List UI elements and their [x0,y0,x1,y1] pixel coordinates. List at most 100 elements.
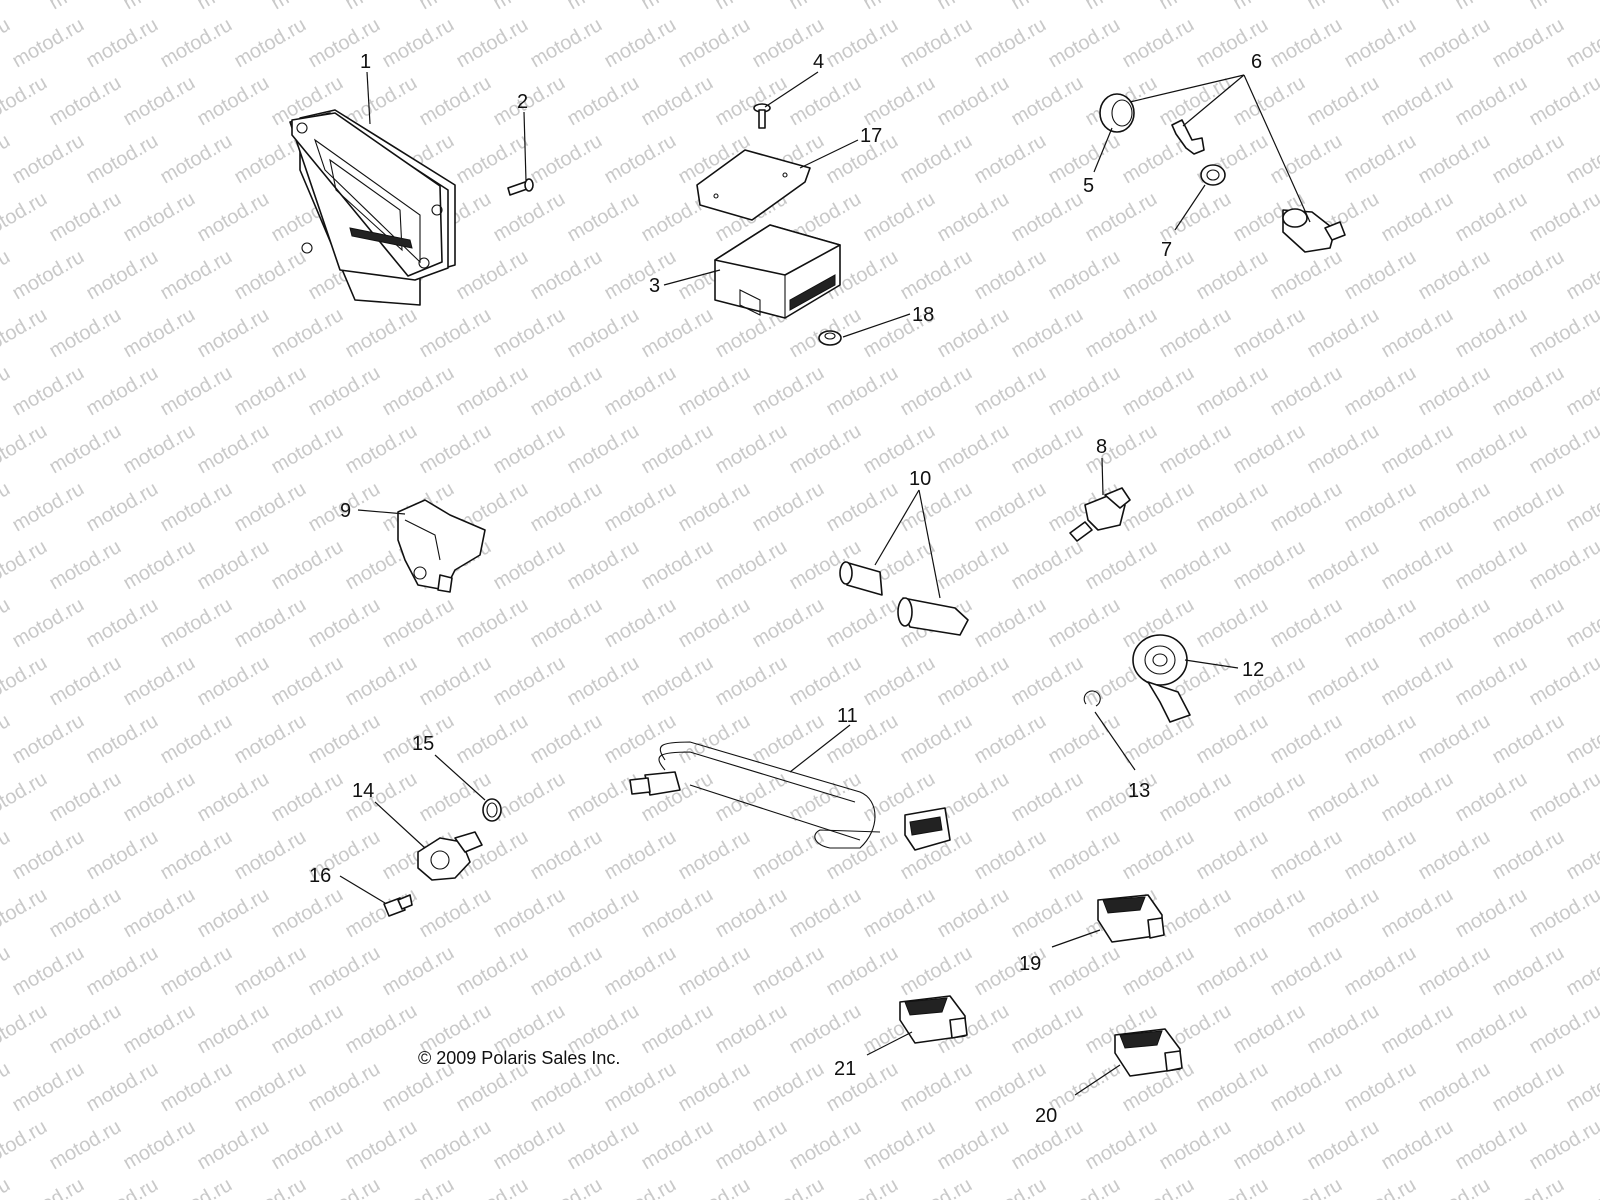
watermark-text: motod.ru [638,536,717,595]
watermark-text: motod.ru [46,1116,125,1175]
watermark-text: motod.ru [749,478,828,537]
callout-16: 16 [309,865,331,887]
watermark-text: motod.ru [638,1000,717,1059]
watermark-text: motod.ru [749,1058,828,1117]
watermark-text: motod.ru [0,652,51,711]
callout-14: 14 [352,780,374,802]
watermark-text: motod.ru [638,304,717,363]
part-1-ecu[interactable] [289,109,456,306]
watermark-text: motod.ru [823,478,902,537]
watermark-text: motod.ru [490,768,569,827]
watermark-text: motod.ru [1563,130,1600,189]
watermark-text: motod.ru [0,1058,14,1117]
watermark-text: motod.ru [194,304,273,363]
watermark-text: motod.ru [157,710,236,769]
watermark-text: motod.ru [268,0,347,14]
watermark-text: motod.ru [1119,14,1198,73]
watermark-text: motod.ru [1008,72,1087,131]
part-6-key[interactable] [1171,119,1205,155]
watermark-text: motod.ru [416,768,495,827]
part-5-cap[interactable] [1099,93,1135,133]
watermark-text: motod.ru [1526,536,1600,595]
watermark-text: motod.ru [0,362,14,421]
callout-21: 21 [834,1058,856,1080]
watermark-text: motod.ru [601,594,680,653]
part-14-sensor[interactable] [417,831,483,881]
watermark-text: motod.ru [1267,942,1346,1001]
watermark-text: motod.ru [1341,14,1420,73]
watermark-text: motod.ru [120,1000,199,1059]
watermark-text: motod.ru [416,1116,495,1175]
callout-9: 9 [340,500,351,522]
watermark-text: motod.ru [46,420,125,479]
watermark-text: motod.ru [749,942,828,1001]
part-9-sensor[interactable] [397,499,486,593]
watermark-text: motod.ru [1304,768,1383,827]
part-6-switch[interactable] [1282,208,1346,253]
watermark-text: motod.ru [1489,478,1568,537]
watermark-text: motod.ru [564,188,643,247]
part-12-knock-sensor[interactable] [1132,634,1191,723]
watermark-text: motod.ru [1267,1058,1346,1117]
watermark-text: motod.ru [0,1174,14,1200]
watermark-text: motod.ru [1304,884,1383,943]
watermark-text: motod.ru [1378,1116,1457,1175]
watermark-text: motod.ru [1341,594,1420,653]
watermark-text: motod.ru [1267,130,1346,189]
part-15-oring[interactable] [482,798,502,822]
watermark-text: motod.ru [342,0,421,14]
watermark-text: motod.ru [971,826,1050,885]
part-4-screw[interactable] [753,103,771,129]
watermark-text: motod.ru [1341,710,1420,769]
watermark-text: motod.ru [712,536,791,595]
watermark-text: motod.ru [675,1174,754,1200]
part-21-switch[interactable] [899,995,968,1044]
watermark-text: motod.ru [1230,420,1309,479]
watermark-text: motod.ru [83,130,162,189]
watermark-text: motod.ru [971,478,1050,537]
part-17-cover[interactable] [696,149,811,221]
watermark-text: motod.ru [1452,1116,1531,1175]
part-7-nut[interactable] [1200,164,1226,186]
leader-lines [339,71,1311,1096]
part-20-switch[interactable] [1114,1028,1183,1077]
watermark-text: motod.ru [0,478,14,537]
watermark-text: motod.ru [564,536,643,595]
watermark-text: motod.ru [0,130,14,189]
part-19-switch[interactable] [1097,894,1165,943]
part-10-fuses[interactable] [839,561,969,636]
watermark-text: motod.ru [1526,420,1600,479]
part-16-bolt[interactable] [383,894,413,917]
part-8-temp-sensor[interactable] [1069,487,1131,542]
watermark-text: motod.ru [1045,826,1124,885]
watermark-text: motod.ru [786,0,865,14]
watermark-text: motod.ru [416,72,495,131]
part-18-grommet[interactable] [818,330,842,346]
watermark-text: motod.ru [379,14,458,73]
watermark-text: motod.ru [638,1116,717,1175]
part-2-bolt[interactable] [507,178,534,196]
watermark-text: motod.ru [1119,246,1198,305]
watermark-text: motod.ru [342,304,421,363]
watermark-text: motod.ru [1378,652,1457,711]
watermark-text: motod.ru [231,246,310,305]
part-3-regulator[interactable] [714,224,841,319]
watermark-text: motod.ru [1267,362,1346,421]
watermark-text: motod.ru [1082,1116,1161,1175]
part-13-clip[interactable] [1083,690,1101,707]
watermark-text: motod.ru [1563,1174,1600,1200]
watermark-text: motod.ru [712,1000,791,1059]
watermark-text: motod.ru [749,594,828,653]
watermark-text: motod.ru [1563,362,1600,421]
watermark-text: motod.ru [490,884,569,943]
watermark-text: motod.ru [83,594,162,653]
watermark-text: motod.ru [157,478,236,537]
watermark-text: motod.ru [1341,942,1420,1001]
watermark-text: motod.ru [305,594,384,653]
watermark-text: motod.ru [194,420,273,479]
watermark-text: motod.ru [1341,1058,1420,1117]
watermark-text: motod.ru [1082,536,1161,595]
watermark-text: motod.ru [1193,826,1272,885]
part-11-harness[interactable] [629,741,951,851]
watermark-text: motod.ru [1156,768,1235,827]
